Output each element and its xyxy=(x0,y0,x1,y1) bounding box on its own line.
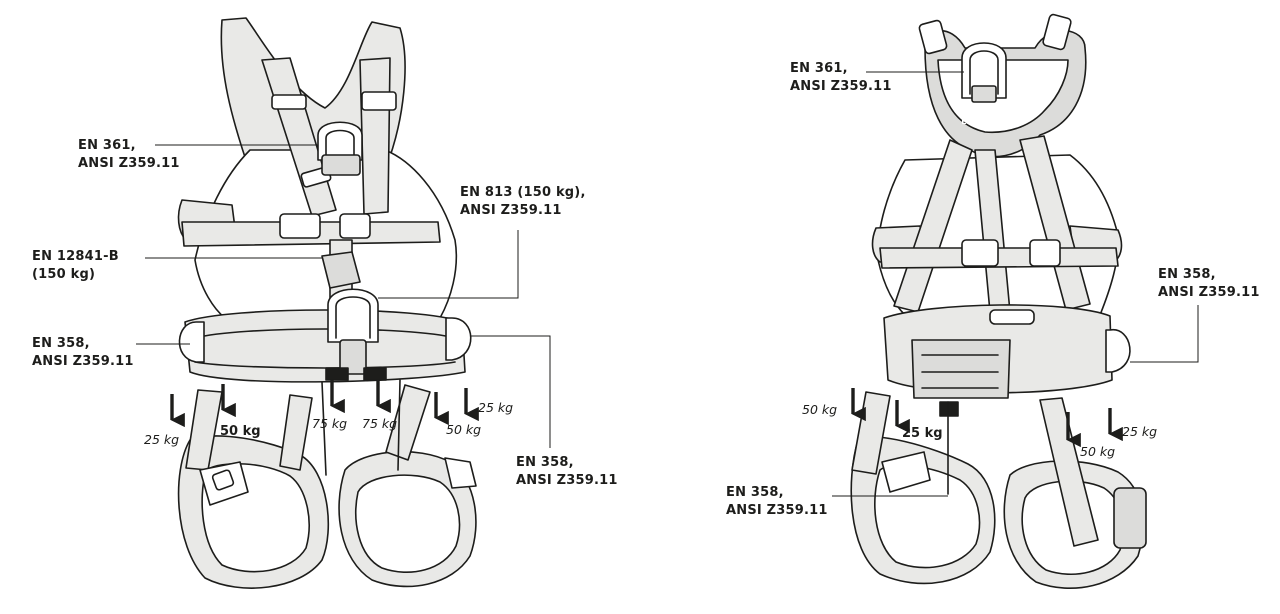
front-side-d-ring-left xyxy=(178,321,205,363)
front-waist-belt xyxy=(184,309,466,383)
load-front-5: 50 kg xyxy=(446,422,482,437)
load-back-1: 50 kg xyxy=(802,402,838,417)
load-back-2: 25 kg xyxy=(902,426,943,441)
front-ventral-d-ring xyxy=(327,288,379,343)
label-front-side-right: EN 358, ANSI Z359.11 xyxy=(516,455,618,488)
load-front-1: 25 kg xyxy=(144,432,180,447)
front-side-d-ring-right xyxy=(445,317,472,361)
back-side-d-ring xyxy=(1105,329,1131,373)
load-arrows xyxy=(170,380,1123,448)
label-front-clamp: EN 12841-B (150 kg) xyxy=(32,249,119,282)
load-back-3: 50 kg xyxy=(1080,444,1116,459)
label-front-ventral-attachment: EN 813 (150 kg), ANSI Z359.11 xyxy=(460,185,586,218)
front-chest-d-ring xyxy=(317,121,363,161)
front-harness xyxy=(177,17,477,589)
label-back-side-attachment: EN 358, ANSI Z359.11 xyxy=(1158,267,1260,300)
back-dorsal-d-ring xyxy=(961,42,1007,99)
front-chest-ascender xyxy=(321,251,361,289)
label-back-dorsal-attachment: EN 361, ANSI Z359.11 xyxy=(790,61,892,94)
leader-front-ventral xyxy=(378,230,519,299)
label-front-chest-attachment: EN 361, ANSI Z359.11 xyxy=(78,138,180,171)
leader-front-side-right xyxy=(470,335,551,448)
brand-logo: EDELRID xyxy=(961,117,1006,126)
load-front-4: 75 kg xyxy=(362,416,398,431)
load-back-4: 25 kg xyxy=(1122,424,1158,439)
label-front-side-left: EN 358, ANSI Z359.11 xyxy=(32,336,134,369)
load-front-3: 75 kg xyxy=(312,416,348,431)
back-harness xyxy=(850,13,1147,589)
leader-back-side xyxy=(1130,305,1199,363)
leader-lines xyxy=(136,71,1199,497)
load-front-6: 25 kg xyxy=(478,400,514,415)
label-back-rear-attachment: EN 358, ANSI Z359.11 xyxy=(726,485,828,518)
load-front-2: 50 kg xyxy=(220,424,261,439)
